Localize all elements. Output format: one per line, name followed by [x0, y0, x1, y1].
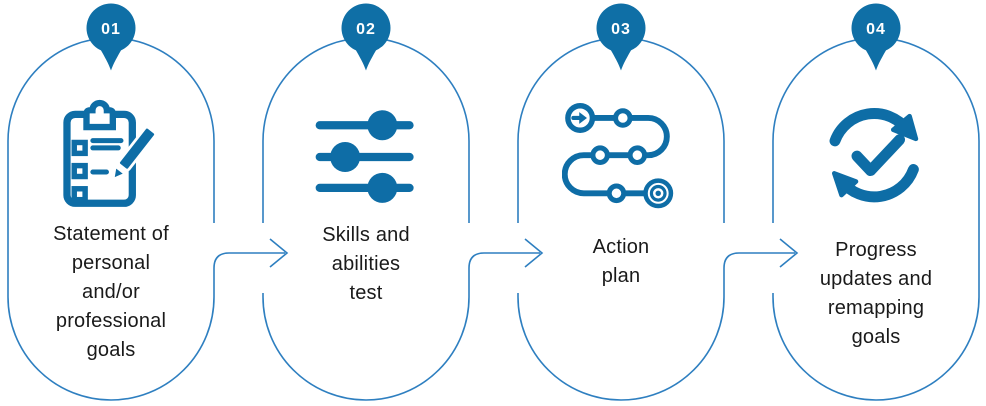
- badge-pin-circle: [86, 3, 136, 53]
- pill-outline-step-3: [517, 37, 725, 401]
- step-number: 04: [866, 21, 886, 38]
- sliders-icon: [315, 110, 414, 203]
- step-number: 01: [101, 21, 121, 38]
- step-label-line: and/or: [82, 281, 140, 303]
- step-label-line: goals: [86, 339, 136, 361]
- badge-pin-circle: [341, 3, 391, 53]
- step-label-line: professional: [55, 310, 167, 332]
- pill-outline-step-2: [262, 37, 470, 401]
- step-1-label: Statement of personal and/or professiona…: [4, 220, 218, 365]
- connector-arrow-2-3: [468, 238, 544, 269]
- step-4-label: Progress updates and remapping goals: [769, 236, 983, 352]
- step-badge-4: 04: [851, 3, 901, 71]
- step-2-label: Skills and abilities test: [259, 221, 473, 308]
- step-label-line: remapping: [827, 297, 925, 319]
- step-number: 03: [611, 21, 631, 38]
- route-milestones-icon: [562, 102, 674, 209]
- badge-pin-circle: [596, 3, 646, 53]
- connector-arrow-1-2: [213, 238, 289, 269]
- clipboard-checklist-pencil-icon: [63, 99, 157, 207]
- connector-arrow-3-4: [723, 238, 799, 269]
- pill-outline-step-4: [772, 37, 980, 401]
- pencil-glyph: [111, 125, 157, 181]
- sync-check-icon: [829, 108, 919, 203]
- step-label-line: Statement of: [53, 223, 169, 245]
- step-label-line: personal: [71, 252, 151, 274]
- badge-pin-circle: [851, 3, 901, 53]
- step-label-line: Skills and: [322, 224, 410, 246]
- pill-outline-step-1: [7, 37, 215, 401]
- step-label-line: Action: [592, 236, 650, 258]
- step-badge-3: 03: [596, 3, 646, 71]
- step-number: 02: [356, 21, 376, 38]
- step-badge-1: 01: [86, 3, 136, 71]
- step-badge-2: 02: [341, 3, 391, 71]
- step-label-line: test: [349, 282, 383, 304]
- step-label-line: Progress: [835, 239, 917, 261]
- step-label-line: plan: [601, 265, 641, 287]
- step-label-line: goals: [851, 326, 901, 348]
- step-label-line: updates and: [819, 268, 933, 290]
- step-label-line: abilities: [331, 253, 401, 275]
- step-3-label: Action plan: [514, 233, 728, 291]
